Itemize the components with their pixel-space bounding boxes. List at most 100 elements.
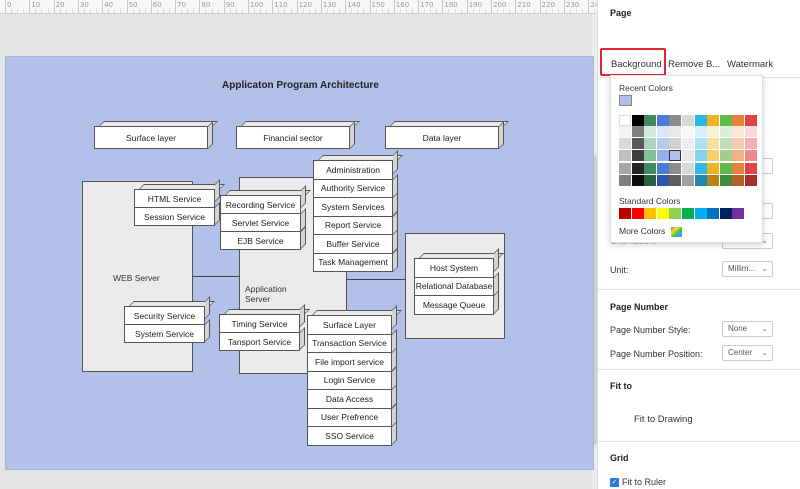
theme-color-swatch[interactable] <box>707 138 720 150</box>
theme-color-swatch[interactable] <box>694 138 707 150</box>
theme-color-swatch[interactable] <box>644 162 657 174</box>
standard-color-swatch[interactable] <box>694 208 707 219</box>
standard-color-swatch[interactable] <box>732 208 745 219</box>
theme-color-swatch[interactable] <box>631 150 644 162</box>
theme-color-swatch[interactable] <box>694 126 707 137</box>
theme-color-swatch[interactable] <box>745 174 757 186</box>
theme-color-swatch[interactable] <box>745 138 757 150</box>
theme-color-swatch[interactable] <box>707 174 720 186</box>
theme-color-swatch[interactable] <box>732 174 745 186</box>
web-service-box[interactable]: Session Service <box>134 207 215 226</box>
theme-color-swatch[interactable] <box>631 115 644 126</box>
theme-color-swatch[interactable] <box>619 138 631 150</box>
theme-color-swatch[interactable] <box>669 162 682 174</box>
app-service-box[interactable]: Tansport Service <box>219 332 300 351</box>
theme-color-swatch[interactable] <box>719 174 732 186</box>
tab-remove-background[interactable]: Remove B... <box>668 59 721 70</box>
app-service-box[interactable]: Transaction Service <box>307 333 392 353</box>
app-service-box[interactable]: Timing Service <box>219 314 300 333</box>
theme-color-swatch[interactable] <box>732 138 745 150</box>
theme-color-swatch[interactable] <box>644 138 657 150</box>
scrollbar-thumb[interactable] <box>592 155 597 445</box>
theme-color-swatch[interactable] <box>694 150 707 162</box>
unit-dropdown[interactable]: Millim...⌄ <box>722 261 773 277</box>
web-service-box[interactable]: Security Service <box>124 306 205 325</box>
theme-color-swatch[interactable] <box>631 138 644 150</box>
theme-color-swatch[interactable] <box>719 126 732 137</box>
theme-color-swatch[interactable] <box>707 162 720 174</box>
app-service-box[interactable]: EJB Service <box>220 231 301 250</box>
standard-color-swatch[interactable] <box>719 208 732 219</box>
standard-color-swatch[interactable] <box>682 208 694 219</box>
app-service-box[interactable]: Task Management <box>313 252 393 272</box>
theme-color-swatch[interactable] <box>619 115 631 126</box>
theme-color-swatch[interactable] <box>656 162 669 174</box>
theme-color-swatch[interactable] <box>682 126 694 137</box>
theme-color-swatch[interactable] <box>669 138 682 150</box>
diagram-title[interactable]: Applicaton Program Architecture <box>222 80 379 91</box>
tab-watermark[interactable]: Watermark <box>727 59 774 70</box>
theme-color-swatch[interactable] <box>707 115 720 126</box>
theme-color-swatch[interactable] <box>682 138 694 150</box>
standard-color-swatch[interactable] <box>669 208 682 219</box>
theme-color-swatch[interactable] <box>732 115 745 126</box>
theme-color-swatch[interactable] <box>669 150 682 162</box>
theme-color-swatch[interactable] <box>682 174 694 186</box>
app-service-box[interactable]: Authority Service <box>313 178 393 198</box>
vertical-scrollbar[interactable] <box>592 15 597 489</box>
standard-color-swatch[interactable] <box>644 208 657 219</box>
app-service-box[interactable]: Data Access <box>307 389 392 409</box>
app-service-box[interactable]: Buffer Service <box>313 234 393 254</box>
web-service-box[interactable]: HTML Service <box>134 189 215 208</box>
theme-color-swatch[interactable] <box>644 174 657 186</box>
theme-color-swatch[interactable] <box>631 126 644 137</box>
theme-color-swatch[interactable] <box>719 138 732 150</box>
app-service-box[interactable]: File import service <box>307 352 392 372</box>
page-number-position-dropdown[interactable]: Center⌄ <box>722 345 773 361</box>
theme-color-swatch[interactable] <box>644 150 657 162</box>
theme-color-swatch[interactable] <box>732 162 745 174</box>
app-service-box[interactable]: Surface Layer <box>307 315 392 335</box>
more-colors-button[interactable]: More Colors <box>619 226 666 236</box>
web-service-box[interactable]: System Service <box>124 324 205 343</box>
page-number-style-dropdown[interactable]: None⌄ <box>722 321 773 337</box>
data-service-box[interactable]: Relational Database <box>414 276 494 296</box>
theme-color-swatch[interactable] <box>656 115 669 126</box>
app-service-box[interactable]: Report Service <box>313 215 393 235</box>
theme-color-swatch[interactable] <box>745 126 757 137</box>
theme-color-swatch[interactable] <box>682 150 694 162</box>
app-service-box[interactable]: SSO Service <box>307 426 392 446</box>
theme-color-swatch[interactable] <box>732 126 745 137</box>
data-service-box[interactable]: Host System <box>414 258 494 278</box>
fit-to-drawing-button[interactable]: Fit to Drawing <box>634 414 693 425</box>
theme-color-swatch[interactable] <box>694 162 707 174</box>
theme-color-swatch[interactable] <box>669 174 682 186</box>
layer-box[interactable]: Surface layer <box>94 126 208 149</box>
layer-box[interactable]: Financial sector <box>236 126 350 149</box>
theme-color-swatch[interactable] <box>694 115 707 126</box>
theme-color-swatch[interactable] <box>631 174 644 186</box>
theme-color-swatch[interactable] <box>656 126 669 137</box>
theme-color-swatch[interactable] <box>619 150 631 162</box>
app-service-box[interactable]: Login Service <box>307 370 392 390</box>
standard-color-swatch[interactable] <box>619 208 631 219</box>
fit-to-ruler-checkbox[interactable]: ✓ <box>610 478 619 487</box>
standard-color-swatch[interactable] <box>656 208 669 219</box>
theme-color-swatch[interactable] <box>619 126 631 137</box>
recent-color-swatch[interactable] <box>619 95 632 106</box>
app-service-box[interactable]: System Services <box>313 197 393 217</box>
theme-color-swatch[interactable] <box>669 115 682 126</box>
app-service-box[interactable]: User Prefrence <box>307 407 392 427</box>
theme-color-swatch[interactable] <box>631 162 644 174</box>
theme-color-swatch[interactable] <box>745 150 757 162</box>
theme-color-swatch[interactable] <box>682 115 694 126</box>
standard-color-swatch[interactable] <box>631 208 644 219</box>
theme-color-swatch[interactable] <box>656 174 669 186</box>
theme-color-swatch[interactable] <box>707 150 720 162</box>
theme-color-swatch[interactable] <box>719 150 732 162</box>
layer-box[interactable]: Data layer <box>385 126 499 149</box>
theme-color-swatch[interactable] <box>682 162 694 174</box>
theme-color-swatch[interactable] <box>619 174 631 186</box>
theme-color-swatch[interactable] <box>745 115 757 126</box>
theme-color-swatch[interactable] <box>719 162 732 174</box>
